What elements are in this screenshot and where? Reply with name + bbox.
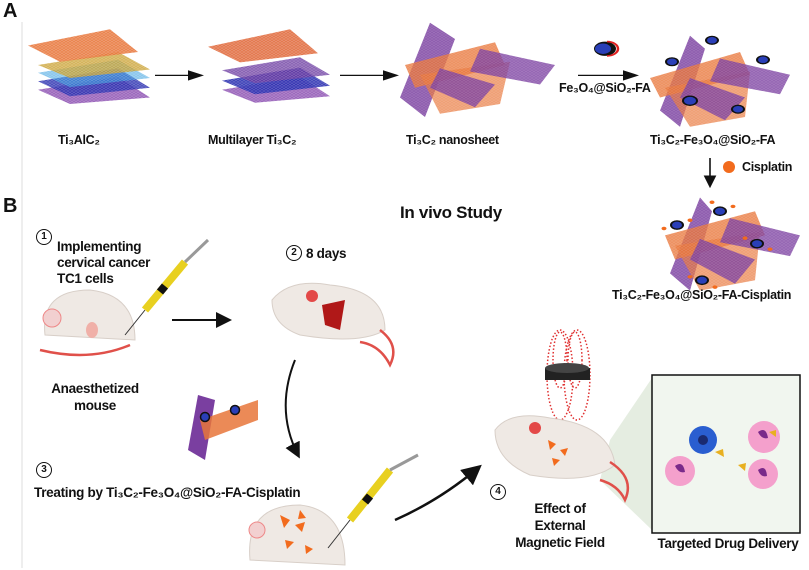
step-number-4: 4 xyxy=(490,484,506,500)
step-1-line: cervical cancer xyxy=(57,255,151,270)
zoom-cone xyxy=(600,378,652,530)
step-4-line: Effect of xyxy=(534,501,586,516)
fe3o4-particle-icon xyxy=(594,40,620,57)
cells-illustration xyxy=(665,421,780,489)
step-3-text: Treating by Ti₃C₂-Fe₃O₄@SiO₂-FA-Cisplati… xyxy=(34,485,301,500)
panel-label-b: B xyxy=(3,195,18,217)
step-number-1: 1 xyxy=(36,229,52,245)
step-number-3: 3 xyxy=(36,462,52,478)
ti3c2-nanosheet-label: Ti₃C₂ nanosheet xyxy=(406,133,499,147)
delivery-label: Targeted Drug Delivery xyxy=(657,536,799,551)
mouse-label-line: mouse xyxy=(73,398,116,413)
panel-label-a: A xyxy=(3,0,18,22)
multilayer-ti3c2-label: Multilayer Ti₃C₂ xyxy=(208,133,297,147)
step-number-2: 2 xyxy=(286,245,302,261)
composite-label: Ti₃C₂-Fe₃O₄@SiO₂-FA xyxy=(650,133,776,147)
step-1-line: Implementing xyxy=(57,239,142,254)
step-4-line: Magnetic Field xyxy=(515,535,605,550)
cisplatin-label: Cisplatin xyxy=(742,160,793,174)
mouse-label-line: Anaesthetized xyxy=(51,381,139,396)
magnet-icon xyxy=(545,329,591,421)
ti3alc2-label: Ti₃AlC₂ xyxy=(58,133,100,147)
ti3alc2-layers-illustration xyxy=(28,26,153,108)
reagent-label: Fe₃O₄@SiO₂-FA xyxy=(559,81,651,95)
cisplatin-composite-label: Ti₃C₂-Fe₃O₄@SiO₂-FA-Cisplatin xyxy=(612,288,792,302)
cisplatin-composite-illustration xyxy=(661,197,805,291)
step-4-line: External xyxy=(534,518,586,533)
ti3c2-nanosheet-illustration xyxy=(400,22,560,118)
ti3c2-fe3o4-composite-illustration xyxy=(650,35,795,127)
curved-arrow xyxy=(394,464,482,522)
synthesis-row xyxy=(28,22,795,127)
step-1-text: Implementing cervical cancer TC1 cells xyxy=(57,239,150,287)
study-title: In vivo Study xyxy=(400,203,502,222)
mouse-label: Anaesthetized mouse xyxy=(40,380,150,414)
syringe-icon xyxy=(124,238,210,336)
step-1-line: TC1 cells xyxy=(57,271,114,286)
step-4-text: Effect of External Magnetic Field xyxy=(510,500,610,551)
mouse-magnetic-field-illustration xyxy=(494,415,630,503)
cisplatin-dot-icon xyxy=(723,161,735,173)
anaesthetized-mouse-illustration xyxy=(39,289,136,357)
treated-mouse-illustration xyxy=(248,504,346,566)
multilayer-ti3c2-illustration xyxy=(208,26,333,108)
curved-arrow xyxy=(284,359,300,459)
step-2-text: 8 days xyxy=(306,246,347,261)
tumor-mouse-illustration xyxy=(271,282,395,368)
small-composite-illustration xyxy=(188,395,258,460)
syringe-icon xyxy=(327,453,419,549)
drug-delivery-panel xyxy=(651,374,801,534)
